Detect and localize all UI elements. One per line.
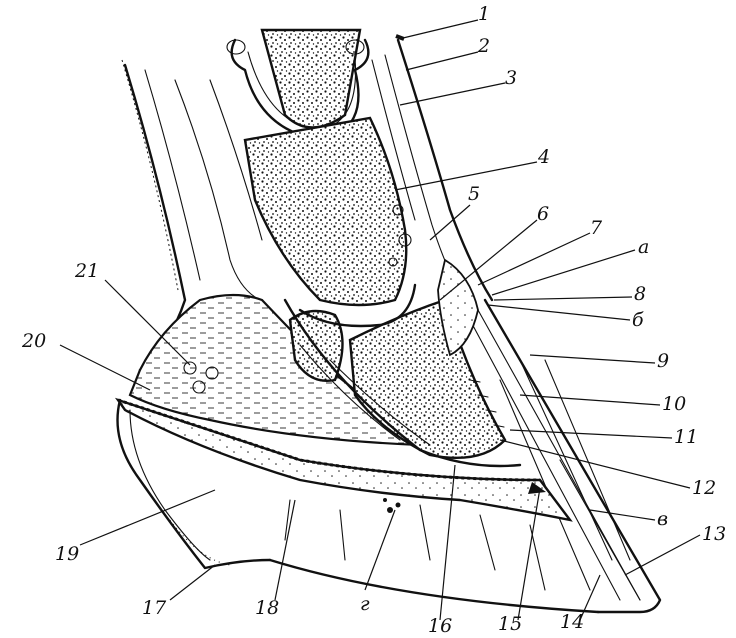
label-15: 15: [498, 613, 522, 635]
label-13: 13: [702, 523, 726, 545]
label-7: 7: [590, 217, 603, 239]
middle-phalanx: [245, 118, 406, 305]
label-4: 4: [537, 146, 550, 168]
label-21: 21: [74, 260, 99, 282]
label-20: 20: [21, 330, 46, 352]
label-v: в: [657, 508, 668, 530]
label-a: а: [638, 236, 649, 258]
label-10: 10: [662, 393, 686, 415]
label-16: 16: [428, 615, 452, 637]
label-14: 14: [560, 611, 584, 633]
leader-lines: [60, 20, 700, 620]
label-9: 9: [657, 350, 669, 372]
label-1: 1: [478, 3, 490, 25]
label-2: 2: [477, 35, 490, 57]
label-5: 5: [468, 183, 480, 205]
label-19: 19: [55, 543, 79, 565]
label-b: б: [632, 309, 644, 331]
label-3: 3: [505, 67, 517, 89]
label-11: 11: [674, 426, 698, 448]
label-17: 17: [142, 597, 167, 619]
label-12: 12: [692, 477, 716, 499]
vessel-g: [383, 498, 401, 513]
labels: 1 2 3 4 5 6 7 а 8 б 9 10 11 12 в 13 14 1…: [21, 3, 726, 637]
label-18: 18: [255, 597, 279, 619]
label-6: 6: [537, 203, 549, 225]
label-g: г: [360, 593, 370, 615]
label-8: 8: [634, 283, 646, 305]
